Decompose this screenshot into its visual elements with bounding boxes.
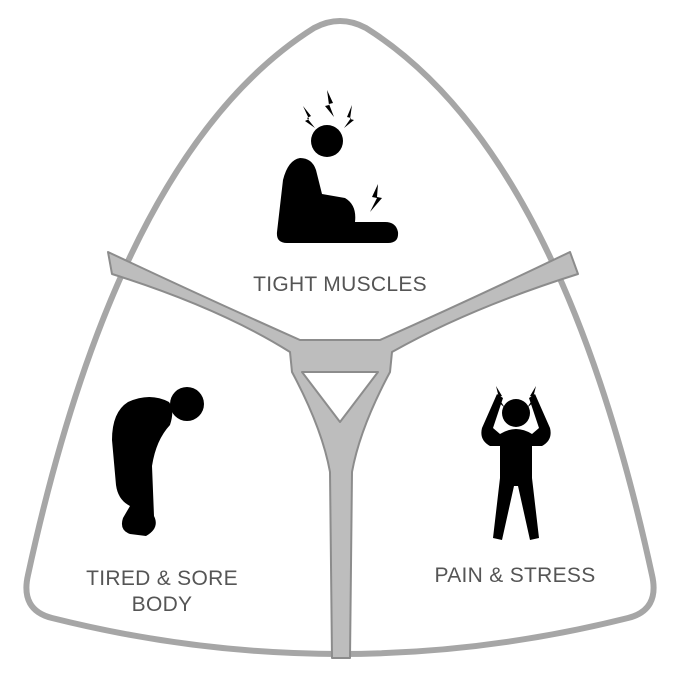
- tired-sore-body-line-1: TIRED & SORE: [86, 567, 238, 590]
- tired-sore-body-label: TIRED & SORE BODY: [62, 566, 262, 618]
- standing-person-headache-icon: [481, 386, 551, 540]
- sitting-person-pain-icon: [276, 90, 399, 243]
- bent-over-person-icon: [112, 387, 204, 536]
- outer-rounded-triangle: [23, 18, 657, 657]
- y-divider-shape: [107, 251, 579, 659]
- y-divider: [107, 251, 579, 659]
- pain-stress-label: PAIN & STRESS: [434, 564, 596, 587]
- tired-sore-body-line-2: BODY: [131, 593, 193, 616]
- tight-muscles-label: TIGHT MUSCLES: [253, 273, 427, 296]
- center-triangle: [301, 371, 379, 423]
